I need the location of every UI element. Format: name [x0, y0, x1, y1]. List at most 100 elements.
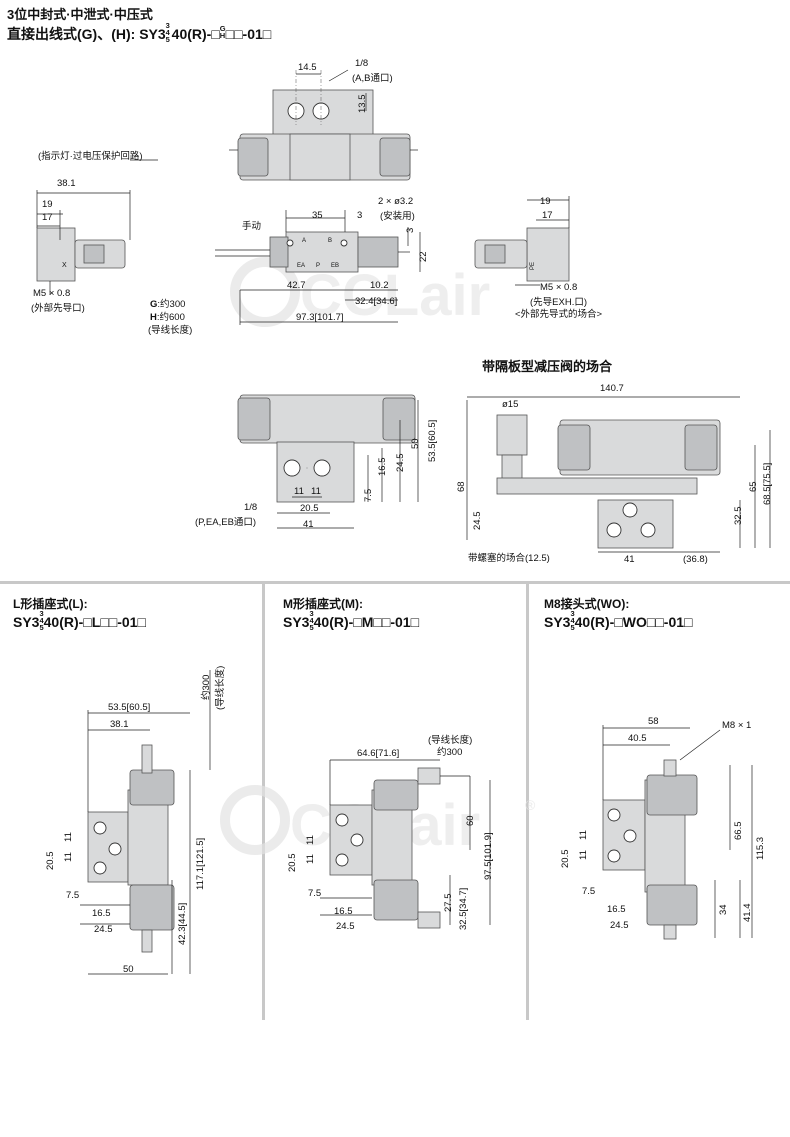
m-type-caption: M形插座式(M): — [283, 597, 363, 611]
side-port-note: (P,EA,EB通口) — [195, 517, 257, 528]
m-lead-note: (导线长度) — [428, 735, 473, 746]
l-dim-38-1: 38.1 — [110, 719, 129, 730]
top-dim-97-3: 97.3[101.7] — [296, 312, 344, 323]
side-port-1-8: 1/8 — [244, 502, 258, 513]
upper-drawings: CCLair — [36, 69, 771, 553]
spacer-dim-140-7: 140.7 — [600, 383, 624, 394]
l-type-caption: L形插座式(L): — [13, 597, 88, 611]
left-x-label: X — [62, 262, 67, 269]
top-label-p: P — [316, 263, 321, 269]
l-dim-11a: 11 — [63, 832, 74, 842]
l-lead-note: (导线长度) — [215, 665, 226, 710]
top-dim-3: 3 — [357, 210, 363, 221]
right-m5: M5 × 0.8 — [540, 282, 578, 293]
wo-dim-66-5: 66.5 — [733, 821, 744, 841]
side-dim-7-5: 7.5 — [363, 488, 374, 502]
spacer-dim-68-5: 68.5[75.5] — [762, 462, 773, 505]
top-view — [215, 210, 421, 325]
l-dim-7-5: 7.5 — [66, 890, 80, 901]
wo-dim-40-5: 40.5 — [628, 733, 647, 744]
m-dim-11b: 11 — [305, 854, 316, 864]
top-label-ea: EA — [297, 263, 306, 269]
port-1-8-ab: 1/8 — [355, 58, 369, 69]
side-dim-11a: 11 — [294, 486, 304, 497]
spacer-plug-note: 带螺塞的场合(12.5) — [468, 553, 550, 564]
indicator-note: (指示灯·过电压保护回路) — [38, 151, 143, 162]
top-dim-42-7: 42.7 — [287, 280, 306, 291]
lead-note: (导线长度) — [148, 325, 193, 336]
wo-dim-11b: 11 — [578, 850, 589, 860]
top-dim-32-4: 32.4[34.6] — [355, 296, 398, 307]
m-dim-20-5: 20.5 — [287, 853, 298, 873]
spacer-title: 带隔板型减压阀的场合 — [482, 359, 613, 374]
wo-dim-11a: 11 — [578, 830, 589, 840]
m-dim-97-5: 97.5[101.9] — [483, 832, 494, 880]
m-dim-11a: 11 — [305, 835, 316, 845]
lower-drawings: CCLair ® — [80, 670, 753, 975]
l-lead: 约300 — [201, 674, 212, 700]
m-dim-32-5: 32.5[34.7] — [458, 887, 469, 930]
l-dim-50: 50 — [123, 964, 134, 975]
wo-dim-7-5: 7.5 — [582, 886, 596, 897]
wo-m8: M8 × 1 — [722, 720, 752, 731]
m-dim-16-5: 16.5 — [334, 906, 353, 917]
hole-dim: 2 × ø3.2 — [378, 196, 414, 207]
l-type-drawing — [80, 670, 211, 975]
wo-dim-41-4: 41.4 — [742, 903, 753, 923]
side-dim-20-5: 20.5 — [300, 503, 319, 514]
side-view — [237, 394, 419, 529]
l-dim-20-5: 20.5 — [45, 851, 56, 871]
wo-type-caption: M8接头式(WO): — [544, 597, 630, 611]
horizontal-divider — [0, 581, 790, 584]
side-dim-53-5: 53.5[60.5] — [427, 419, 438, 462]
hole-note: (安装用) — [380, 211, 415, 222]
top-dim-3v: 3 — [405, 227, 416, 233]
left-m5: M5 × 0.8 — [33, 288, 71, 299]
wo-dim-34: 34 — [718, 904, 729, 915]
l-dim-24-5: 24.5 — [94, 924, 113, 935]
wo-dim-24-5: 24.5 — [610, 920, 629, 931]
l-dim-16-5: 16.5 — [92, 908, 111, 919]
dim-14-5: 14.5 — [298, 62, 317, 73]
side-dim-24-5: 24.5 — [395, 453, 406, 473]
l-dim-11b: 11 — [63, 852, 74, 862]
top-dim-35: 35 — [312, 210, 323, 221]
side-dim-50: 50 — [410, 438, 421, 449]
top-label-a: A — [302, 238, 307, 244]
vertical-divider-1 — [262, 584, 265, 1020]
front-view — [229, 69, 418, 181]
svg-text:CCLair: CCLair — [300, 263, 490, 328]
svg-text:®: ® — [525, 797, 536, 813]
right-dim-19: 19 — [540, 196, 551, 207]
lead-h: H:约600 — [150, 312, 185, 323]
spacer-dim-32-5: 32.5 — [733, 506, 744, 526]
top-label-eb: EB — [331, 263, 340, 269]
spacer-dim-68: 68 — [456, 481, 467, 492]
dim-13-5: 13.5 — [357, 94, 368, 114]
right-dim-17: 17 — [542, 210, 553, 221]
wo-dim-115-3: 115.3 — [755, 836, 766, 860]
right-end-view — [474, 196, 570, 286]
side-dim-16-5: 16.5 — [377, 457, 388, 477]
side-dim-11b: 11 — [311, 486, 321, 497]
right-pe-label: PE — [530, 261, 536, 270]
wo-type-drawing — [602, 725, 753, 940]
vertical-divider-2 — [526, 584, 529, 1020]
spacer-dim-36-8: (36.8) — [683, 554, 708, 565]
top-label-b: B — [328, 238, 333, 244]
left-dim-19: 19 — [42, 199, 53, 210]
spacer-regulator-view — [466, 396, 771, 553]
spacer-dim-phi15: ø15 — [502, 399, 519, 410]
wo-dim-16-5: 16.5 — [607, 904, 626, 915]
m-dim-27-5: 27.5 — [443, 893, 454, 913]
wo-dim-20-5: 20.5 — [560, 849, 571, 869]
watermark-upper: CCLair — [230, 257, 490, 328]
section-title: 3位中封式·中泄式·中压式 — [7, 7, 153, 22]
spacer-dim-41: 41 — [624, 554, 635, 565]
spacer-dim-24-5: 24.5 — [472, 511, 483, 531]
m-dim-64-6: 64.6[71.6] — [357, 748, 400, 759]
